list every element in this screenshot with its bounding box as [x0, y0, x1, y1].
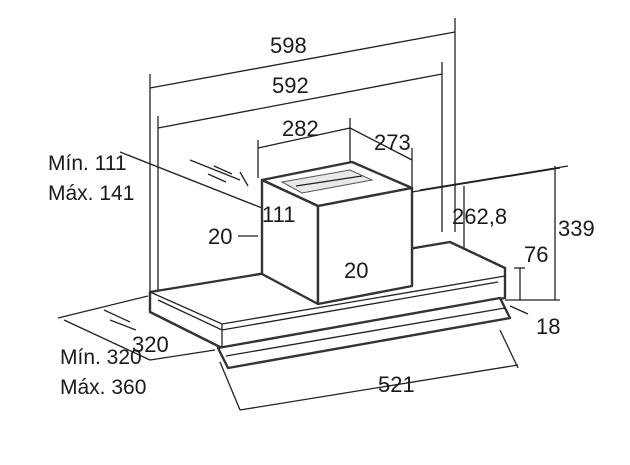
label-total-height: 339 [558, 216, 595, 241]
label-depth: 320 [132, 332, 169, 357]
label-depth-min: Mín. 320 [60, 346, 142, 369]
label-inner-width: 592 [272, 73, 309, 98]
label-chimney-depth: 273 [374, 130, 411, 155]
dimension-lines [57, 18, 569, 411]
label-offset-min: Mín. 111 [48, 152, 127, 175]
label-chimney-left-gap: 20 [208, 224, 232, 249]
label-duct-height: 262,8 [452, 204, 507, 229]
label-visor-thickness: 18 [536, 314, 560, 339]
label-depth-max: Máx. 360 [60, 376, 146, 399]
label-chimney-offset: 111 [262, 202, 295, 227]
label-visor-width: 521 [378, 372, 415, 397]
label-offset-max: Máx. 141 [48, 182, 134, 205]
label-front-height: 76 [524, 242, 548, 267]
labels: 598 592 282 273 Mín. 111 Máx. 141 111 20… [48, 33, 595, 399]
label-chimney-front-gap: 20 [344, 258, 368, 283]
label-overall-width: 598 [270, 33, 307, 58]
chimney [260, 160, 414, 306]
label-chimney-width: 282 [282, 116, 319, 141]
